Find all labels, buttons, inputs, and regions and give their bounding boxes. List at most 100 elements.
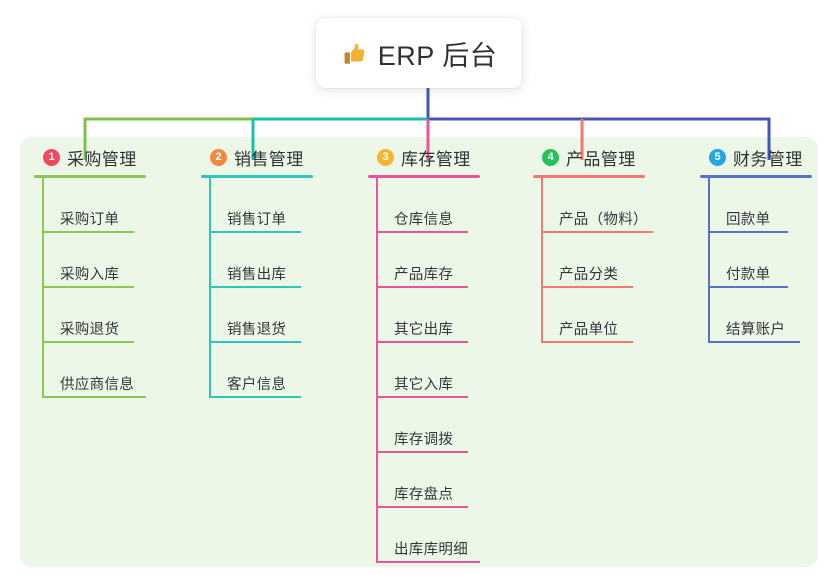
leaf-node[interactable]: 产品（物料） bbox=[533, 178, 653, 233]
column-body-1: 采购订单采购入库采购退货供应商信息 bbox=[34, 178, 146, 398]
leaf-node-label: 采购退货 bbox=[60, 322, 120, 338]
leaf-node-rule bbox=[376, 396, 468, 398]
column-body-3: 仓库信息产品库存其它出库其它入库库存调拨库存盘点出库库明细 bbox=[368, 178, 480, 563]
diagram-panel-background bbox=[20, 137, 818, 567]
leaf-node-label: 客户信息 bbox=[227, 377, 287, 393]
leaf-node-rule bbox=[541, 341, 633, 343]
leaf-node-rule bbox=[708, 231, 788, 233]
leaf-node-label: 出库库明细 bbox=[394, 542, 468, 558]
leaf-node-label: 供应商信息 bbox=[60, 377, 134, 393]
leaf-node-rule bbox=[209, 231, 301, 233]
leaf-node-label: 库存盘点 bbox=[394, 487, 454, 503]
column-badge-4: 4 bbox=[542, 148, 559, 166]
leaf-node-rule bbox=[376, 341, 468, 343]
leaf-node[interactable]: 出库库明细 bbox=[368, 508, 480, 563]
leaf-node-label: 销售订单 bbox=[227, 212, 287, 228]
leaf-node[interactable]: 采购订单 bbox=[34, 178, 146, 233]
leaf-node-label: 采购入库 bbox=[60, 267, 120, 283]
column-title-1: 采购管理 bbox=[67, 149, 137, 169]
column-1: 1 采购管理采购订单采购入库采购退货供应商信息 bbox=[34, 144, 146, 398]
column-spine-4 bbox=[541, 178, 543, 343]
leaf-node[interactable]: 产品分类 bbox=[533, 233, 648, 288]
column-header-rule-2 bbox=[201, 175, 313, 178]
leaf-node-rule bbox=[376, 451, 468, 453]
leaf-node[interactable]: 回款单 bbox=[700, 178, 812, 233]
column-header-rule-3 bbox=[368, 175, 480, 178]
leaf-node[interactable]: 结算账户 bbox=[700, 288, 812, 343]
column-header-1[interactable]: 1 采购管理 bbox=[34, 144, 146, 170]
leaf-node[interactable]: 其它出库 bbox=[368, 288, 480, 343]
leaf-node[interactable]: 供应商信息 bbox=[34, 343, 146, 398]
leaf-node-rule bbox=[42, 231, 134, 233]
leaf-node-rule bbox=[209, 396, 301, 398]
root-node-title: ERP 后台 bbox=[377, 40, 498, 71]
leaf-node-label: 结算账户 bbox=[726, 322, 786, 338]
column-title-4: 产品管理 bbox=[566, 149, 636, 169]
leaf-node-label: 采购订单 bbox=[60, 212, 120, 228]
leaf-node-label: 其它入库 bbox=[394, 377, 454, 393]
column-spine-5 bbox=[708, 178, 710, 343]
leaf-node[interactable]: 销售退货 bbox=[201, 288, 313, 343]
column-header-rule-4 bbox=[533, 175, 645, 178]
column-body-5: 回款单付款单结算账户 bbox=[700, 178, 812, 343]
leaf-node-label: 产品（物料） bbox=[559, 212, 648, 228]
root-node-content: ERP 后台 bbox=[341, 34, 498, 73]
leaf-node[interactable]: 采购入库 bbox=[34, 233, 146, 288]
leaf-node-rule bbox=[42, 286, 134, 288]
leaf-node-label: 产品分类 bbox=[559, 267, 619, 283]
leaf-node[interactable]: 采购退货 bbox=[34, 288, 146, 343]
leaf-node-rule bbox=[708, 286, 788, 288]
leaf-node-rule bbox=[209, 286, 301, 288]
leaf-node-rule bbox=[376, 286, 468, 288]
column-badge-5: 5 bbox=[709, 148, 726, 166]
root-node-card[interactable]: ERP 后台 bbox=[316, 18, 522, 88]
leaf-node-rule bbox=[42, 341, 134, 343]
leaf-node-label: 付款单 bbox=[726, 267, 771, 283]
leaf-node-rule bbox=[541, 231, 653, 233]
leaf-node-label: 仓库信息 bbox=[394, 212, 454, 228]
column-header-3[interactable]: 3 库存管理 bbox=[368, 144, 480, 170]
leaf-node[interactable]: 库存盘点 bbox=[368, 453, 480, 508]
column-header-4[interactable]: 4 产品管理 bbox=[533, 144, 648, 170]
leaf-node-rule bbox=[209, 341, 301, 343]
column-header-rule-5 bbox=[700, 175, 812, 178]
column-spine-3 bbox=[376, 178, 378, 563]
leaf-node-rule bbox=[42, 396, 146, 398]
column-badge-1: 1 bbox=[43, 148, 60, 166]
leaf-node-label: 产品单位 bbox=[559, 322, 619, 338]
leaf-node[interactable]: 仓库信息 bbox=[368, 178, 480, 233]
column-title-2: 销售管理 bbox=[234, 149, 304, 169]
leaf-node-rule bbox=[376, 561, 480, 563]
leaf-node[interactable]: 销售出库 bbox=[201, 233, 313, 288]
column-3: 3 库存管理仓库信息产品库存其它出库其它入库库存调拨库存盘点出库库明细 bbox=[368, 144, 480, 563]
column-4: 4 产品管理产品（物料） 产品分类产品单位 bbox=[533, 144, 653, 343]
leaf-node-label: 销售出库 bbox=[227, 267, 287, 283]
column-title-3: 库存管理 bbox=[401, 149, 471, 169]
leaf-node[interactable]: 其它入库 bbox=[368, 343, 480, 398]
leaf-node-label: 其它出库 bbox=[394, 322, 454, 338]
leaf-node-rule bbox=[376, 231, 468, 233]
leaf-node[interactable]: 库存调拨 bbox=[368, 398, 480, 453]
column-body-4: 产品（物料） 产品分类产品单位 bbox=[533, 178, 653, 343]
leaf-node-label: 回款单 bbox=[726, 212, 771, 228]
thumbs-up-icon bbox=[341, 41, 367, 67]
leaf-node-rule bbox=[541, 286, 633, 288]
leaf-node[interactable]: 客户信息 bbox=[201, 343, 313, 398]
column-header-rule-1 bbox=[34, 175, 146, 178]
leaf-node-rule bbox=[708, 341, 800, 343]
leaf-node[interactable]: 销售订单 bbox=[201, 178, 313, 233]
leaf-node[interactable]: 付款单 bbox=[700, 233, 812, 288]
leaf-node-label: 产品库存 bbox=[394, 267, 454, 283]
leaf-node-label: 销售退货 bbox=[227, 322, 287, 338]
leaf-node[interactable]: 产品单位 bbox=[533, 288, 648, 343]
column-badge-3: 3 bbox=[377, 148, 394, 166]
leaf-node[interactable]: 产品库存 bbox=[368, 233, 480, 288]
column-spine-1 bbox=[42, 178, 44, 398]
column-spine-2 bbox=[209, 178, 211, 398]
